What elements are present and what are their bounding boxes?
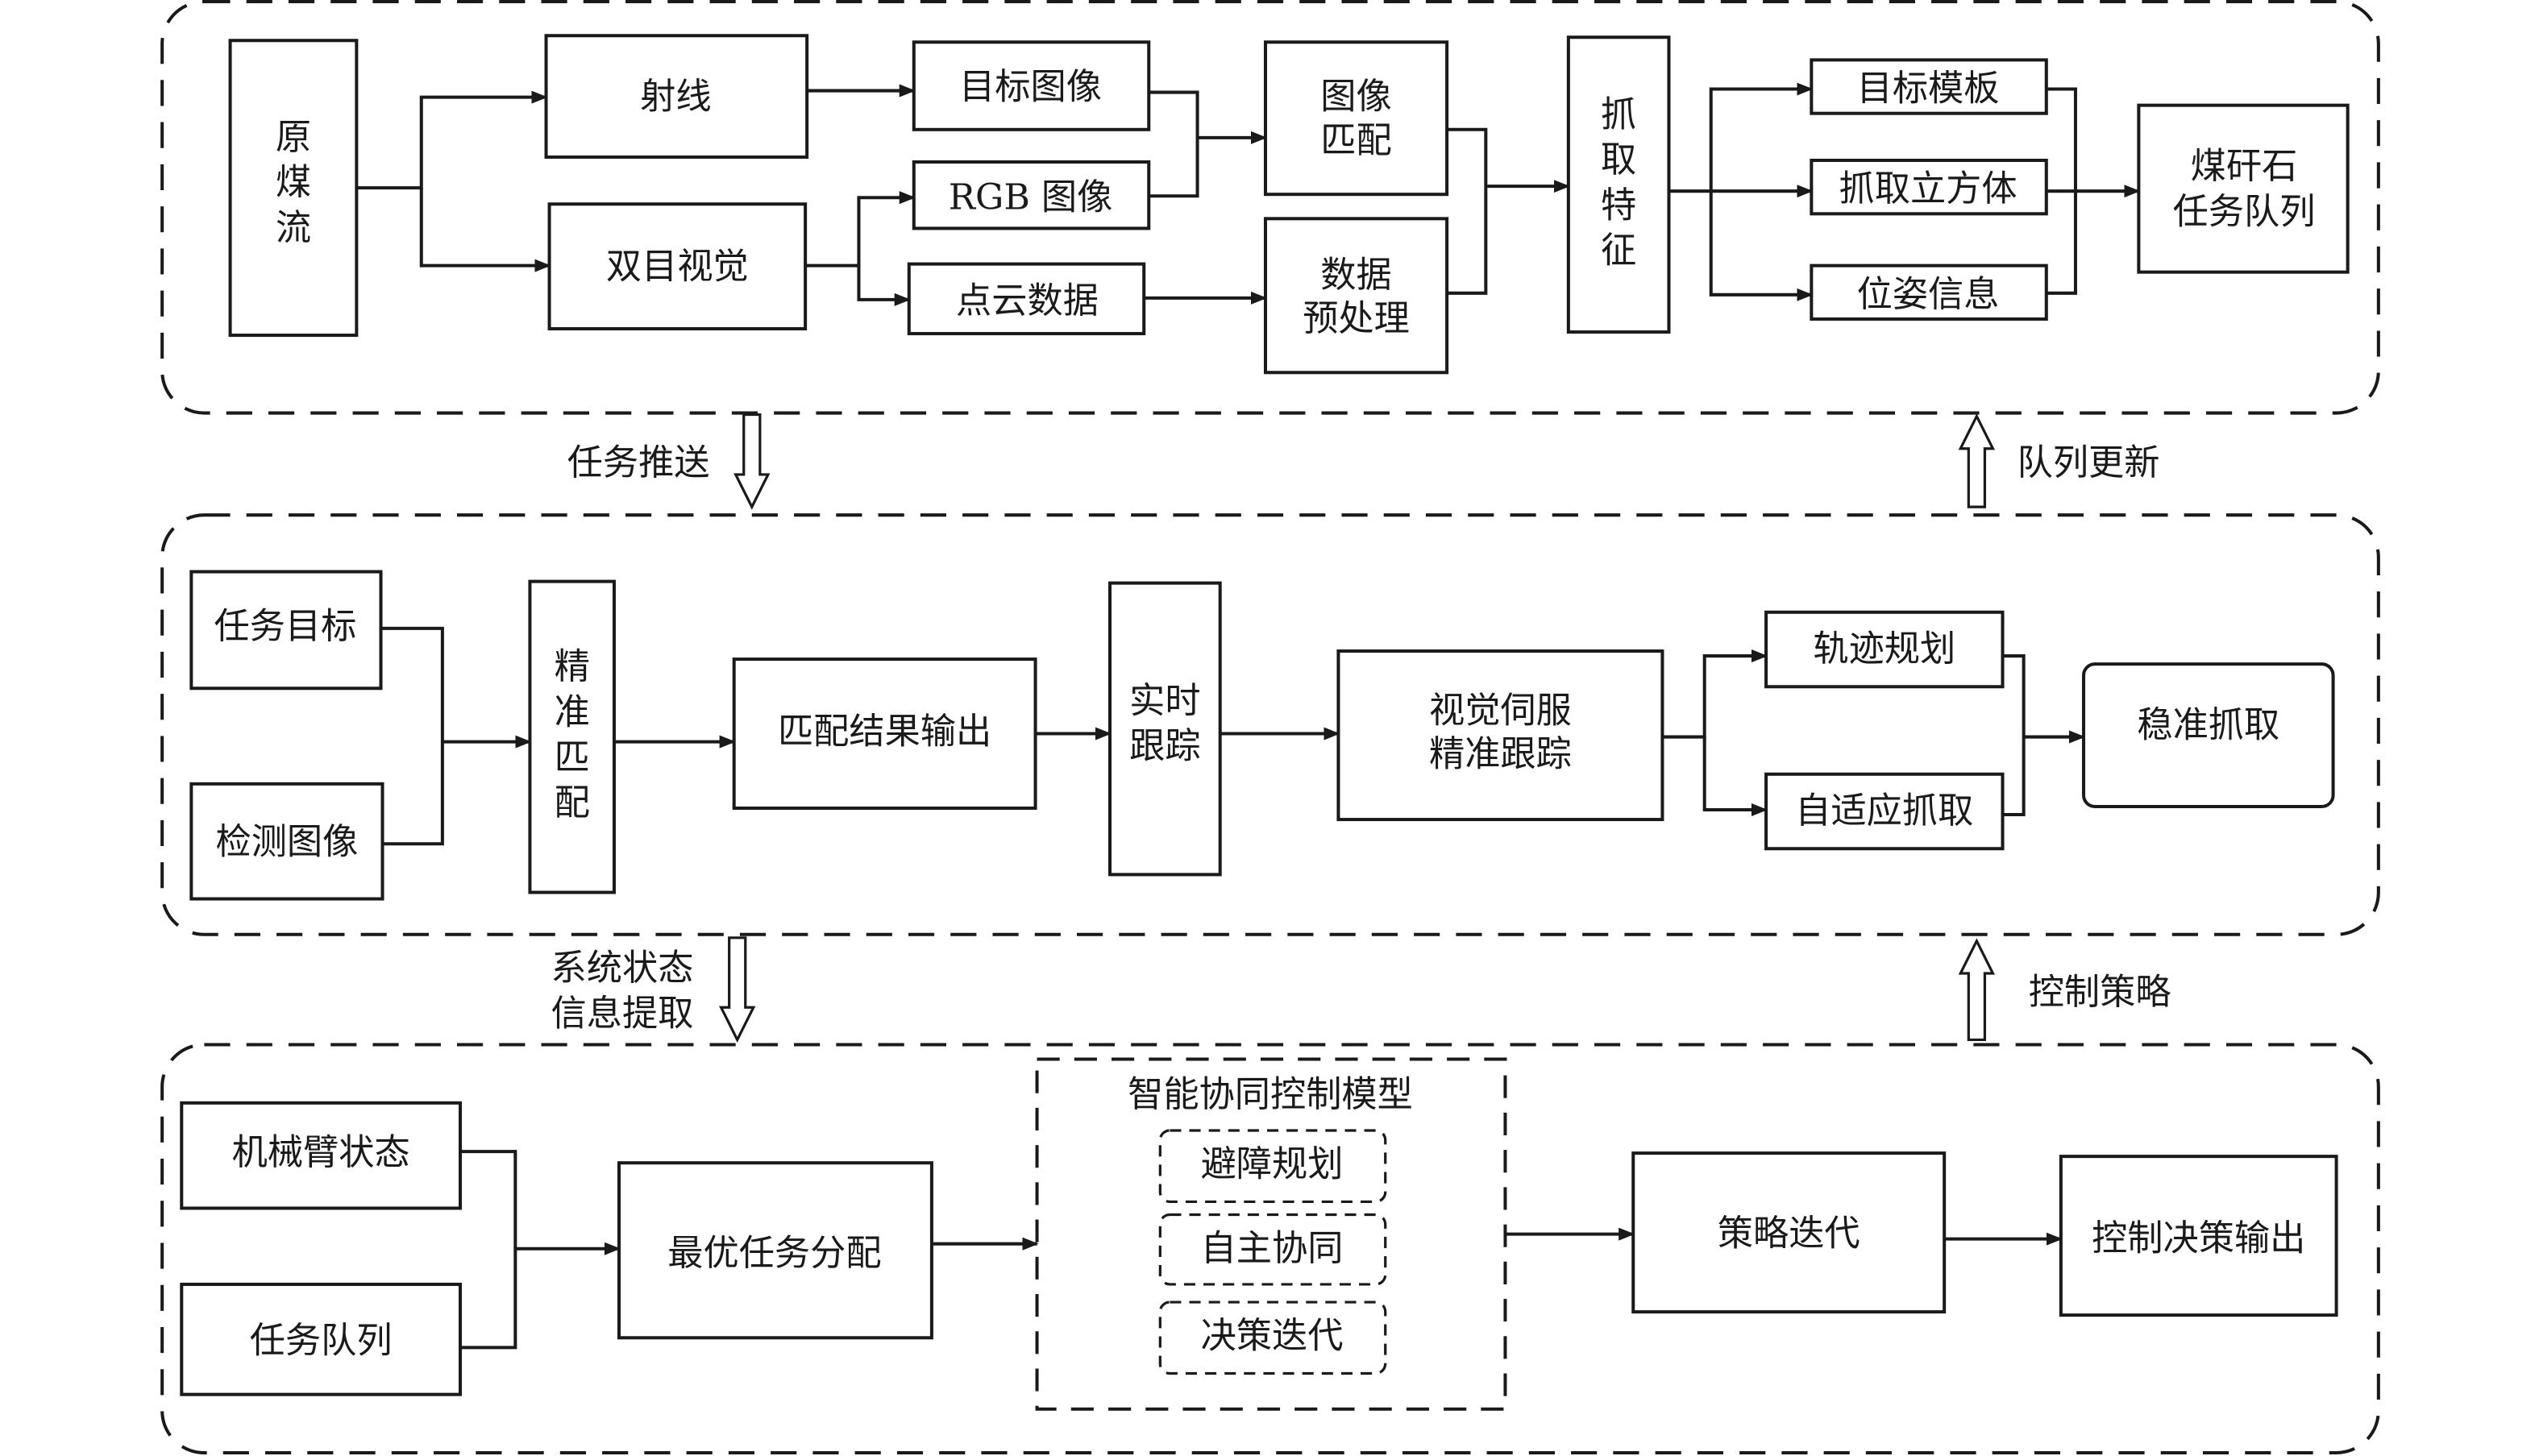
realtime-tracking-line: 跟踪 — [1129, 726, 1200, 767]
data-preprocessing-line: 预处理 — [1303, 298, 1410, 339]
rgb-image-node: RGB 图像 — [912, 160, 1151, 230]
model-title: 智能协同控制模型 — [1128, 1074, 1413, 1115]
perception-connectors — [356, 82, 2141, 306]
point-cloud-label: 点云数据 — [956, 280, 1099, 321]
model-item-label: 自主协同 — [1201, 1228, 1344, 1269]
task-target-label: 任务目标 — [214, 606, 356, 647]
tracking-connectors — [380, 626, 2086, 846]
ray-label: 射线 — [640, 77, 711, 118]
control-output-label: 控制决策输出 — [2092, 1218, 2305, 1259]
control-policy-link: 控制策略 — [1958, 938, 2171, 1042]
control-connectors — [459, 1150, 2063, 1350]
visual-servo-node: 视觉伺服 精准跟踪 — [1336, 649, 1664, 822]
ray-node: 射线 — [544, 34, 809, 159]
control-output-node: 控制决策输出 — [2059, 1155, 2338, 1317]
task-queue-node: 任务队列 — [180, 1282, 463, 1396]
model-item-label: 避障规划 — [1201, 1143, 1344, 1184]
data-preprocessing-line: 数据 — [1320, 255, 1391, 296]
perception-panel — [160, 0, 2380, 415]
adaptive-grasp-node: 自适应抓取 — [1764, 772, 2005, 851]
target-image-node: 目标图像 — [912, 40, 1151, 131]
grasp-features-char: 取 — [1601, 139, 1636, 180]
rgb-image-label: RGB 图像 — [949, 176, 1113, 218]
intelligent-control-model: 智能协同控制模型 避障规划 自主协同 决策迭代 — [1035, 1057, 1507, 1411]
control-panel — [160, 1043, 2380, 1454]
queue-update-label: 队列更新 — [2017, 442, 2160, 483]
coal-gangue-task-queue-line: 任务队列 — [2173, 191, 2316, 232]
down-arrow-icon — [719, 936, 756, 1043]
target-template-label: 目标模板 — [1857, 68, 2000, 110]
coal-gangue-task-queue-line: 煤矸石 — [2191, 146, 2298, 187]
detection-image-node: 检测图像 — [189, 782, 384, 901]
visual-servo-line: 视觉伺服 — [1429, 690, 1572, 731]
match-output-node: 匹配结果输出 — [732, 657, 1037, 811]
trajectory-planning-label: 轨迹规划 — [1813, 628, 1955, 670]
data-preprocessing-node: 数据 预处理 — [1263, 217, 1449, 375]
queue-update-link: 队列更新 — [1958, 413, 2160, 508]
task-queue-label: 任务队列 — [250, 1320, 393, 1361]
binocular-vision-node: 双目视觉 — [547, 202, 808, 331]
grasp-cube-node: 抓取立方体 — [1810, 158, 2048, 216]
control-policy-label: 控制策略 — [2029, 972, 2171, 1013]
model-item-box — [1158, 1300, 1387, 1375]
pose-info-label: 位姿信息 — [1857, 274, 2000, 315]
optimal-allocation-label: 最优任务分配 — [667, 1233, 881, 1274]
precise-matching-char: 准 — [555, 691, 590, 732]
tracking-panel — [160, 513, 2380, 936]
precise-matching-char: 配 — [555, 782, 590, 823]
raw-coal-flow-char: 煤 — [276, 162, 311, 203]
task-push-link: 任务推送 — [567, 413, 771, 510]
down-arrow-icon — [733, 413, 771, 510]
grasp-features-node: 抓 取 特 征 — [1566, 35, 1671, 334]
optimal-allocation-node: 最优任务分配 — [617, 1161, 933, 1340]
stable-grasp-node: 稳准抓取 — [2082, 662, 2335, 808]
realtime-tracking-node: 实时 跟踪 — [1108, 581, 1222, 877]
coal-gangue-task-queue-node: 煤矸石 任务队列 — [2137, 103, 2350, 274]
stable-grasp-label: 稳准抓取 — [2137, 705, 2279, 746]
task-push-label: 任务推送 — [567, 442, 710, 483]
raw-coal-flow-char: 原 — [276, 117, 311, 158]
image-matching-line: 图像 — [1320, 77, 1391, 118]
model-item-box — [1158, 1213, 1387, 1286]
binocular-vision-label: 双目视觉 — [606, 247, 749, 288]
state-extract-line: 信息提取 — [551, 993, 694, 1034]
up-arrow-icon — [1958, 938, 1996, 1042]
pose-info-node: 位姿信息 — [1810, 263, 2048, 321]
precise-matching-node: 精 准 匹 配 — [528, 579, 616, 894]
policy-iteration-node: 策略迭代 — [1631, 1151, 1947, 1314]
target-image-label: 目标图像 — [959, 67, 1102, 108]
visual-servo-line: 精准跟踪 — [1429, 734, 1572, 775]
precise-matching-char: 精 — [555, 646, 590, 687]
trajectory-planning-node: 轨迹规划 — [1764, 610, 2005, 689]
grasp-cube-label: 抓取立方体 — [1839, 168, 2017, 209]
realtime-tracking-line: 实时 — [1129, 680, 1200, 721]
adaptive-grasp-label: 自适应抓取 — [1795, 790, 1973, 832]
match-output-label: 匹配结果输出 — [778, 711, 991, 753]
up-arrow-icon — [1958, 413, 1996, 508]
task-target-node: 任务目标 — [189, 570, 383, 691]
arm-state-label: 机械臂状态 — [232, 1132, 410, 1173]
state-extract-line: 系统状态 — [551, 948, 694, 989]
grasp-features-char: 抓 — [1601, 94, 1636, 135]
raw-coal-flow-node: 原 煤 流 — [228, 39, 359, 338]
state-extract-link: 系统状态 信息提取 — [551, 936, 756, 1043]
model-item-label: 决策迭代 — [1201, 1315, 1344, 1356]
precise-matching-char: 匹 — [555, 737, 590, 778]
raw-coal-flow-char: 流 — [276, 207, 311, 248]
detection-image-label: 检测图像 — [215, 821, 358, 862]
image-matching-line: 匹配 — [1320, 120, 1391, 161]
image-matching-node: 图像 匹配 — [1263, 40, 1449, 197]
arm-state-node: 机械臂状态 — [180, 1101, 463, 1210]
policy-iteration-label: 策略迭代 — [1718, 1213, 1860, 1255]
target-template-node: 目标模板 — [1810, 58, 2048, 115]
model-item-box — [1158, 1129, 1387, 1204]
grasp-features-char: 征 — [1601, 230, 1636, 272]
grasp-features-char: 特 — [1601, 185, 1636, 226]
point-cloud-node: 点云数据 — [907, 262, 1146, 336]
